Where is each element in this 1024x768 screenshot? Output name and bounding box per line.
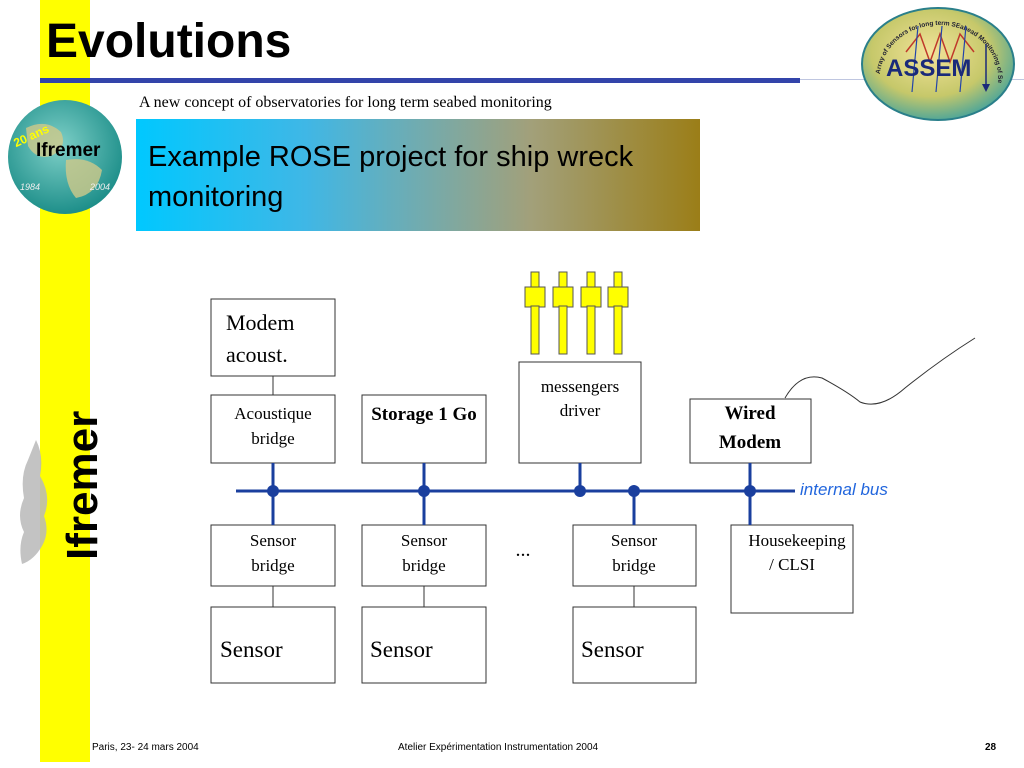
cable-line [784, 337, 976, 405]
ifremer-year-end: 2004 [89, 182, 110, 192]
ifremer-badge-text: Ifremer [36, 140, 101, 161]
modem-acoust-line2: acoust. [226, 342, 288, 367]
page-number: 28 [985, 742, 997, 753]
title-rule [40, 78, 800, 83]
banner-text: Example ROSE project for ship wreck moni… [148, 141, 634, 213]
messengers-line1: messengers [541, 377, 619, 396]
acoustique-bridge-line1: Acoustique [234, 404, 311, 423]
bus-node [574, 485, 586, 497]
housekeeping-line2: / CLSI [769, 555, 815, 574]
ifremer-year-start: 1984 [20, 182, 40, 192]
wired-modem-box [689, 398, 812, 464]
sensor-bridge-2-line1: Sensor [401, 531, 448, 550]
storage-box [361, 394, 487, 464]
messenger-connectors-icon [524, 271, 629, 355]
acoustique-bridge-line2: bridge [251, 429, 294, 448]
housekeeping-box [730, 524, 854, 614]
bus-node [418, 485, 430, 497]
sensor-bridge-3-line2: bridge [612, 556, 655, 575]
banner: Example ROSE project for ship wreck moni… [136, 119, 700, 231]
modem-acoust-line1: Modem [226, 310, 294, 335]
sensor-1-label: Sensor [220, 637, 283, 662]
assem-text: ASSEM [886, 55, 971, 82]
acoustique-bridge-box [210, 394, 336, 464]
messengers-driver-box [518, 361, 642, 464]
assem-logo: Array of Sensors for long term SEabead M… [858, 4, 1015, 121]
sensor-box [210, 606, 336, 684]
page-title: Evolutions [46, 15, 292, 68]
sensor-bridge-1-line1: Sensor [250, 531, 297, 550]
bus-node [628, 485, 640, 497]
bus-node [267, 485, 279, 497]
footer-center: Atelier Expérimentation Instrumentation … [398, 742, 599, 753]
wired-modem-line2: Modem [719, 432, 781, 453]
bus-node [744, 485, 756, 497]
sensor-bridge-3-line1: Sensor [611, 531, 658, 550]
ifremer-side-emblem-icon [20, 440, 48, 564]
storage-label: Storage 1 Go [371, 404, 477, 425]
wired-modem-line1: Wired [724, 403, 775, 424]
sensor-3-label: Sensor [581, 637, 644, 662]
modem-acoust-box [210, 298, 336, 377]
footer-left: Paris, 23- 24 mars 2004 [92, 742, 199, 753]
sensor-box [361, 606, 487, 684]
ifremer-logo: 20 ans Ifremer 1984 2004 [8, 100, 122, 214]
sensor-2-label: Sensor [370, 637, 433, 662]
sensor-box [572, 606, 697, 684]
messengers-line2: driver [560, 401, 601, 420]
housekeeping-line1: Housekeeping [748, 531, 846, 550]
subtitle: A new concept of observatories for long … [139, 94, 552, 111]
ellipsis: ... [516, 539, 531, 561]
sensor-bridge-box [572, 524, 697, 587]
sensor-bridge-1-line2: bridge [251, 556, 294, 575]
sensor-bridge-2-line2: bridge [402, 556, 445, 575]
internal-bus-label: internal bus [800, 480, 888, 499]
